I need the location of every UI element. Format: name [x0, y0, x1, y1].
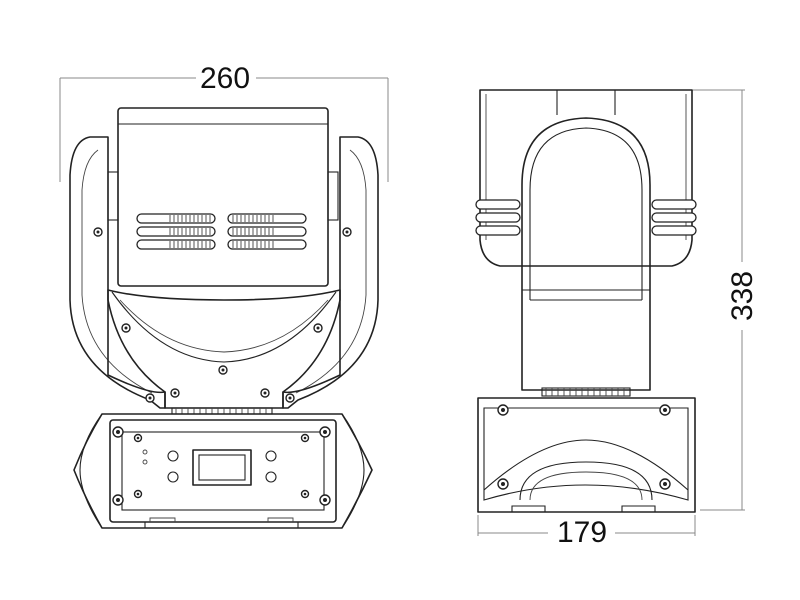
side-base: [477, 397, 696, 513]
front-head-body: [117, 107, 329, 287]
front-yoke-screws: [93, 227, 352, 403]
side-head-vents: [475, 199, 697, 236]
control-button-up-right: [265, 450, 277, 462]
control-button-down-right: [265, 471, 277, 483]
side-height-label: 338: [726, 271, 759, 321]
side-yoke-arm: [521, 117, 651, 391]
side-base-screws: [497, 404, 671, 490]
control-panel: [142, 449, 277, 486]
side-width-dimension: 179: [477, 515, 696, 549]
front-yoke-left-arm: [69, 136, 166, 409]
lcd-display: [192, 449, 252, 486]
front-view: 260: [59, 62, 389, 529]
control-button-up-left: [167, 450, 179, 462]
side-height-dimension: 338: [690, 89, 759, 511]
side-head-body: [479, 89, 693, 267]
front-width-dimension: 260: [59, 62, 389, 182]
front-yoke-right-arm: [282, 136, 379, 409]
front-base-screws: [112, 426, 331, 506]
control-button-down-left: [167, 471, 179, 483]
front-width-label: 260: [200, 62, 250, 95]
front-yoke-base: [107, 289, 341, 409]
side-width-label: 179: [557, 516, 607, 549]
side-view: 338 179: [475, 89, 759, 549]
front-head-vents: [136, 213, 307, 250]
